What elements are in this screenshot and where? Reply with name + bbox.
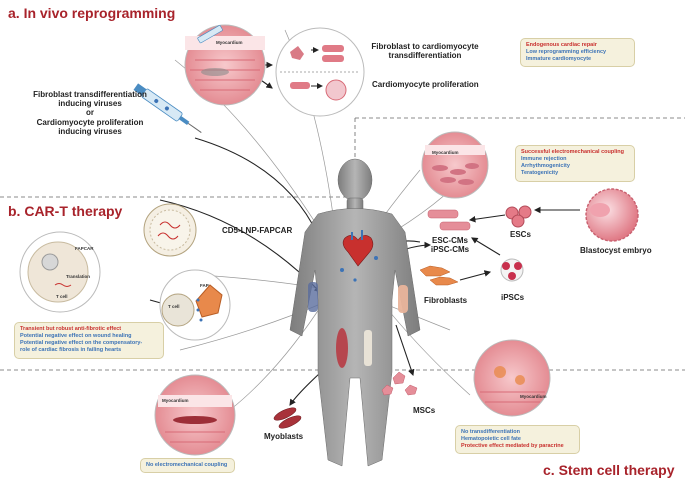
box-item: Potential negative effect on wound heali… [20, 333, 132, 340]
transdiff-label: Fibroblast to cardiomyocyte transdiffere… [360, 42, 490, 60]
tissue-circle-msc [473, 339, 551, 417]
invivo-summary-box: Endogenous cardiac repair Low reprogramm… [520, 38, 635, 68]
box-item: Low reprogramming efficiency [526, 49, 607, 56]
blue-dots [340, 256, 378, 282]
human-body [289, 158, 421, 467]
myoblasts-label: Myoblasts [264, 432, 304, 441]
tissue-circle-esc [421, 131, 489, 199]
escs-label: ESCs [510, 230, 531, 239]
fap-label: FAP [200, 283, 209, 288]
box-item: Immune rejection [521, 156, 567, 163]
box-item: Teratogenicity [521, 170, 559, 177]
transdiff-label-line: transdifferentiation [388, 51, 462, 61]
ipscs-cluster [500, 258, 524, 282]
syringe-caption-line: inducing viruses [58, 126, 122, 136]
myoblast-summary-box: No electromechanical coupling [140, 458, 235, 474]
construct-label: CD5-LNP-FAPCAR [222, 226, 293, 235]
myocardium-label-myo: Myocardium [162, 398, 189, 403]
box-item: Endogenous cardiac repair [526, 42, 597, 48]
syringe-caption-line: Fibroblast transdifferentiation [33, 90, 147, 99]
box-item: role of cardiac fibrosis in failing hear… [20, 347, 122, 354]
ipsc-cms-label: iPSC-CMs [430, 245, 470, 255]
box-item: No electromechanical coupling [146, 462, 228, 468]
heart-organ [342, 230, 374, 267]
box-item: Immature cardiomyocyte [526, 56, 592, 63]
tcell-label: T cell [56, 294, 68, 299]
section-title-a: a. In vivo reprogramming [8, 5, 176, 21]
skin-patch-arm [398, 285, 408, 313]
msc-summary-box: No transdifferentiation Hematopoietic ce… [455, 425, 580, 455]
bone-marrow-thigh [364, 330, 372, 366]
cart-summary-box: Transient but robust anti-fibrotic effec… [14, 322, 164, 359]
box-item: No transdifferentiation [461, 429, 520, 435]
cm-label: ESC-CMs iPSC-CMs [420, 236, 480, 254]
box-item: Potential negative effect on the compens… [20, 340, 143, 347]
myoblast-cells [273, 407, 302, 429]
box-item: Successful electromechanical coupling [521, 149, 625, 155]
box-item: Transient but robust anti-fibrotic effec… [20, 326, 122, 332]
transdiff-circle [275, 27, 365, 117]
myocardium-label-msc: Myocardium [520, 394, 547, 399]
blastocyst-label: Blastocyst embryo [580, 246, 652, 255]
box-item: Hematopoietic cell fate [461, 436, 521, 443]
syringe-caption: Fibroblast transdifferentiation inducing… [10, 90, 170, 136]
transdiff-label-line: Fibroblast to cardiomyocyte [371, 42, 479, 51]
cardiomyocyte-cells [427, 209, 471, 231]
syringe-caption-line: or [86, 108, 94, 118]
box-item: Protective effect mediated by paracrine [461, 443, 564, 450]
blastocyst [585, 188, 639, 242]
fap-circle [159, 269, 231, 341]
syringe-large [133, 83, 202, 133]
myocardium-label-esc: Myocardium [432, 150, 459, 155]
fapcar-label: FAPCAR [75, 246, 94, 251]
tissue-circle-myoblast [154, 374, 236, 456]
box-item: Arrhythmogenicity [521, 163, 570, 170]
esc-cms-label: ESC-CMs [431, 236, 468, 245]
tcell-label-2: T cell [168, 304, 180, 309]
translation-label: Translation [66, 274, 91, 279]
muscle-thigh [336, 328, 348, 368]
myocardium-label-invivo: Myocardium [216, 40, 243, 45]
mscs-label: MSCs [413, 406, 436, 415]
syringe-caption-line: inducing viruses [58, 99, 122, 109]
ipscs-label: iPSCs [501, 293, 525, 302]
syringe-caption-line: Cardiomyocyte proliferation [36, 117, 144, 127]
section-title-b: b. CAR-T therapy [8, 203, 123, 219]
msc-cells [381, 371, 418, 396]
section-title-c: c. Stem cell therapy [543, 462, 675, 478]
escs-cluster [505, 205, 532, 228]
fibroblasts-label: Fibroblasts [424, 296, 468, 305]
lnp-particle [143, 203, 197, 257]
injection-patch-arm [308, 282, 318, 312]
stem-summary-box: Successful electromechanical coupling Im… [515, 145, 635, 182]
proliferation-label: Cardiomyocyte proliferation [372, 80, 479, 89]
tcell-circle [19, 231, 101, 313]
tissue-circle-invivo [184, 24, 266, 106]
fibroblast-cells [419, 265, 459, 286]
